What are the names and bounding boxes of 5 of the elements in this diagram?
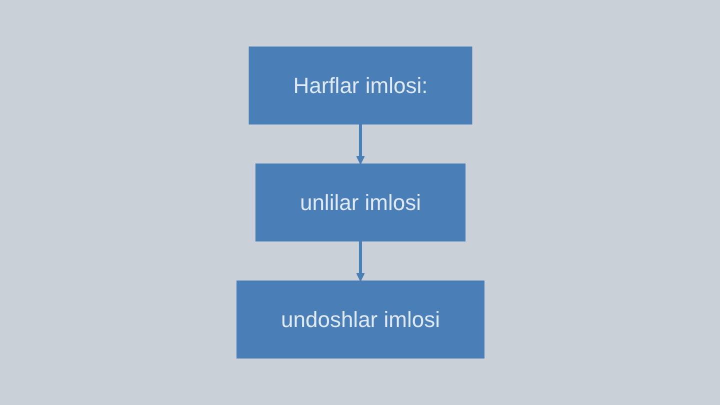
- arrow: [356, 241, 364, 282]
- node-box: unlilar imlosi: [254, 164, 466, 242]
- node-box: undoshlar imlosi: [236, 280, 484, 358]
- node-box: Harflar imlosi:: [248, 46, 472, 124]
- arrow: [356, 124, 364, 164]
